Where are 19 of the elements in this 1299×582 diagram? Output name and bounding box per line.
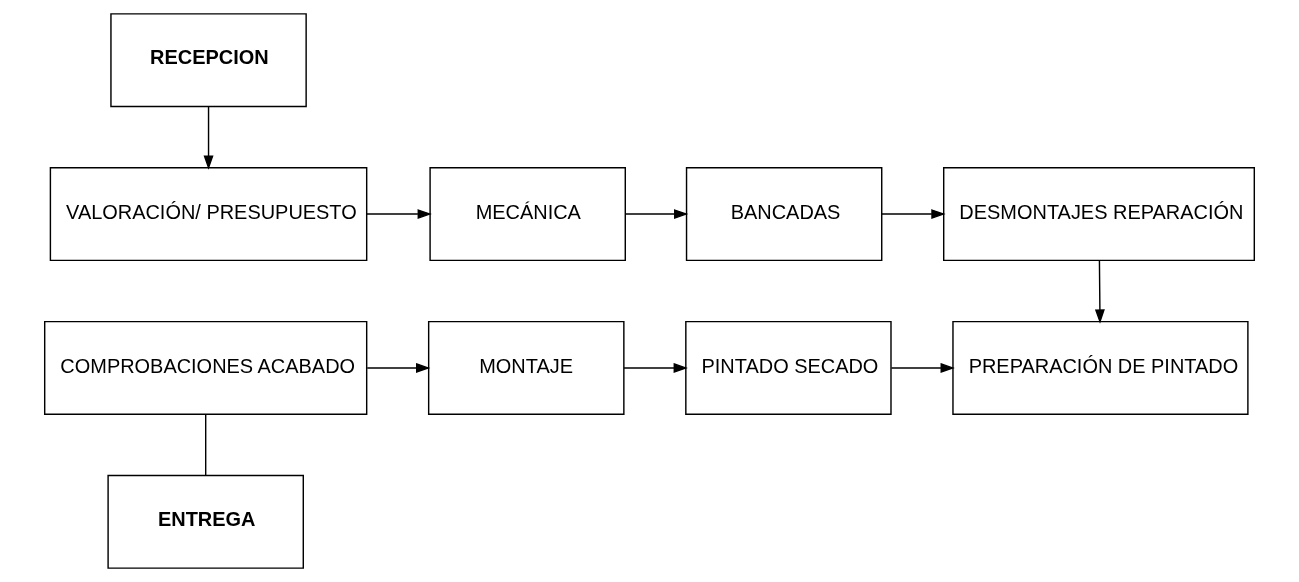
node-box: PREPARACIÓN DE PINTADO [952,320,1249,415]
arrow [1094,259,1105,324]
node-box: MECÁNICA [429,167,626,262]
node-box: MONTAJE [427,320,625,415]
node-box: DESMONTAJES REPARACIÓN [943,167,1255,262]
arrow [624,209,689,220]
node-box: VALORACIÓN/ PRESUPUESTO [49,167,368,262]
node-box: COMPROBACIONES ACABADO [44,320,368,415]
node-box: RECEPCION [110,13,307,108]
connector [205,413,207,477]
arrow [890,362,955,373]
arrow [366,362,431,373]
node-box: BANCADAS [685,167,883,262]
node-box: PINTADO SECADO [685,320,892,415]
arrow [623,362,688,373]
arrow [366,209,432,220]
node-box: ENTREGA [107,474,304,569]
arrow [203,105,214,170]
arrow [881,209,946,220]
